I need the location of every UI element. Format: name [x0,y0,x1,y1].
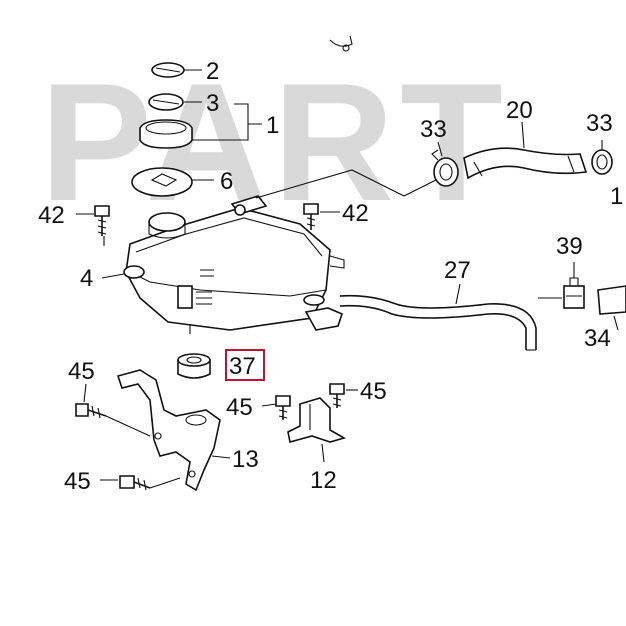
hose-clamp-39 [563,277,585,309]
coolant-reservoir-tank [123,195,345,334]
label-part-45-mid-left: 45 [226,394,253,421]
label-part-42-right: 42 [342,200,369,227]
label-part-20: 20 [506,97,533,124]
label-part-34: 34 [584,325,611,352]
bracket-12 [287,397,347,443]
fitting-top [329,35,353,52]
bolt-45-lower-left [119,475,151,491]
watermark-text: PART [40,48,509,236]
label-part-1-right: 1 [610,183,623,210]
label-part-45-lower-left: 45 [64,468,91,495]
bracket-13 [116,369,221,492]
bolt-45-mid-right [329,383,345,408]
label-part-3: 3 [206,90,219,117]
label-part-6: 6 [220,168,233,195]
label-part-12: 12 [310,467,337,494]
hose-27 [339,294,537,351]
label-part-39: 39 [556,233,583,260]
label-part-45-upper-left: 45 [68,358,95,385]
label-part-33-right: 33 [586,110,613,137]
bolt-45-upper-left [75,403,107,419]
bolt-42-right [303,203,319,230]
label-part-42-left: 42 [38,202,65,229]
label-part-4: 4 [80,265,93,292]
label-part-33-left: 33 [420,116,447,143]
label-part-13: 13 [232,446,259,473]
label-part-1: 1 [266,112,279,139]
bolt-45-mid-left [275,395,291,420]
label-part-2: 2 [206,58,219,85]
rubber-mount-37 [177,353,211,379]
reservoir-gasket-6 [131,167,193,197]
cap-gasket-2 [151,62,185,78]
hose-clamp-33-left [431,149,459,187]
hose-20 [463,147,588,180]
label-part-37: 37 [229,353,256,380]
cap-seal-3 [148,93,184,111]
highlight-box [225,349,265,381]
label-part-45-mid-right: 45 [360,378,387,405]
hose-clamp-33-right [591,149,613,175]
bolt-42-left [94,205,110,236]
hose-34 [597,285,626,315]
label-part-27: 27 [444,257,471,284]
reservoir-cap-1 [139,119,193,149]
